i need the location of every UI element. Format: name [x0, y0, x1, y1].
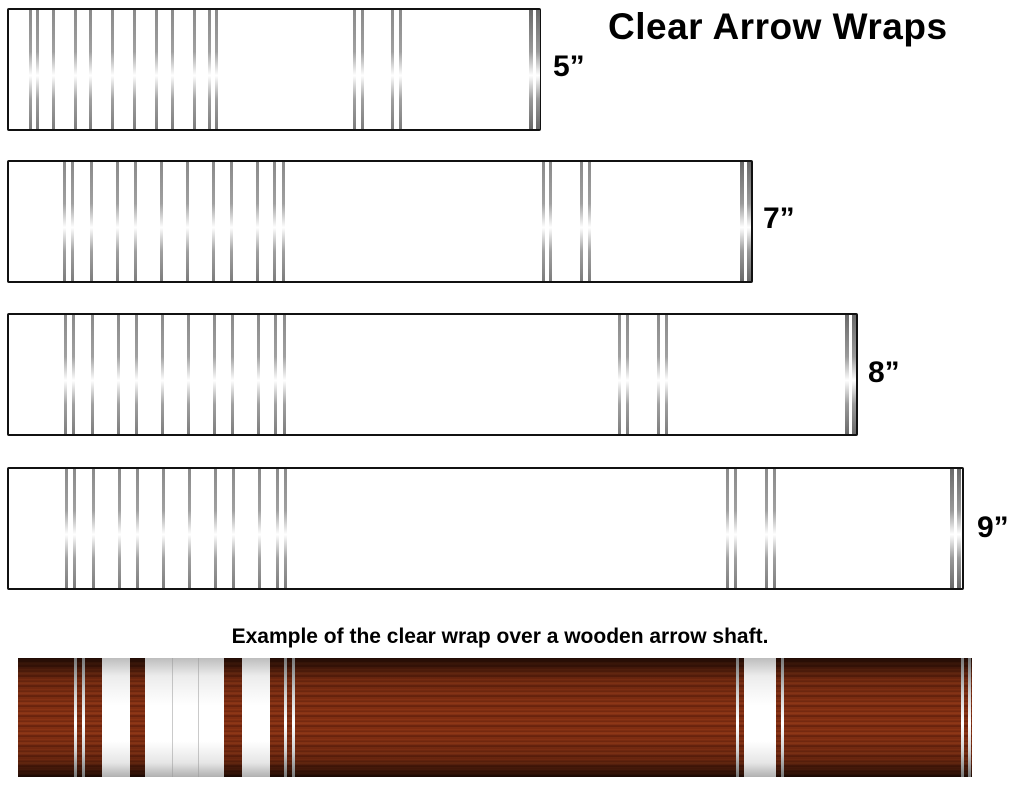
stripe — [256, 162, 259, 281]
stripe — [957, 469, 961, 588]
stripe — [726, 469, 729, 588]
stripe — [160, 162, 163, 281]
stripe — [188, 469, 191, 588]
stripe — [65, 469, 68, 588]
wrap-9-inch — [7, 467, 964, 590]
stripe — [72, 315, 75, 434]
stripe — [765, 469, 768, 588]
stripe — [657, 315, 660, 434]
stripe — [282, 162, 285, 281]
stripe — [111, 10, 114, 129]
stripe — [212, 162, 215, 281]
stripe — [588, 162, 591, 281]
wrap-seam — [172, 658, 173, 777]
stripe — [747, 162, 751, 281]
stripe — [665, 315, 668, 434]
wrap-band — [145, 658, 224, 777]
stripe — [162, 469, 165, 588]
stripe — [542, 162, 545, 281]
stripe — [161, 315, 164, 434]
stripe — [230, 162, 233, 281]
stripe — [92, 469, 95, 588]
stripe — [215, 10, 218, 129]
stripe — [91, 315, 94, 434]
stripe — [134, 162, 137, 281]
page-title: Clear Arrow Wraps — [608, 6, 948, 47]
stripe — [208, 10, 211, 129]
size-label-8: 8” — [868, 356, 900, 389]
stripe — [284, 469, 287, 588]
stripe — [399, 10, 402, 129]
stripe — [213, 315, 216, 434]
wrap-line — [292, 658, 295, 777]
stripe — [214, 469, 217, 588]
stripe — [283, 315, 286, 434]
wooden-arrow-shaft-example — [18, 658, 972, 777]
stripe — [536, 10, 540, 129]
stripe — [773, 469, 776, 588]
wrap-band — [102, 658, 130, 777]
wrap-line — [781, 658, 784, 777]
stripe — [231, 315, 234, 434]
stripe — [580, 162, 583, 281]
stripe — [90, 162, 93, 281]
stripe — [136, 469, 139, 588]
stripe — [549, 162, 552, 281]
stripe — [63, 162, 66, 281]
stripe — [171, 10, 174, 129]
stripe — [258, 469, 261, 588]
wrap-8-inch — [7, 313, 858, 436]
example-caption: Example of the clear wrap over a wooden … — [231, 625, 769, 648]
stripe — [135, 315, 138, 434]
stripe — [276, 469, 279, 588]
stripe — [845, 315, 849, 434]
wrap-line — [961, 658, 964, 777]
wrap-line — [82, 658, 85, 777]
stripe — [118, 469, 121, 588]
wrap-band — [242, 658, 270, 777]
stripe — [133, 10, 136, 129]
stripe — [74, 10, 77, 129]
stripe — [232, 469, 235, 588]
wrap-5-inch — [7, 8, 541, 131]
stripe — [64, 315, 67, 434]
stripe — [734, 469, 737, 588]
stripe — [257, 315, 260, 434]
stripe — [353, 10, 356, 129]
stripe — [155, 10, 158, 129]
stripe — [529, 10, 533, 129]
wrap-line — [74, 658, 77, 777]
stripe — [187, 315, 190, 434]
stripe — [273, 162, 276, 281]
stripe — [117, 315, 120, 434]
stripe — [36, 10, 39, 129]
stripe — [116, 162, 119, 281]
size-label-5: 5” — [553, 50, 585, 83]
stripe — [618, 315, 621, 434]
stripe — [89, 10, 92, 129]
wrap-seam — [198, 658, 199, 777]
stripe — [274, 315, 277, 434]
stripe — [626, 315, 629, 434]
stripe — [193, 10, 196, 129]
wrap-line — [284, 658, 287, 777]
stripe — [52, 10, 55, 129]
size-label-7: 7” — [763, 202, 795, 235]
stripe — [391, 10, 394, 129]
stripe — [361, 10, 364, 129]
stripe — [852, 315, 856, 434]
stripe — [71, 162, 74, 281]
stripe — [29, 10, 32, 129]
stripe — [186, 162, 189, 281]
stripe — [950, 469, 954, 588]
wrap-line — [968, 658, 971, 777]
wrap-line — [736, 658, 739, 777]
stripe — [73, 469, 76, 588]
wrap-7-inch — [7, 160, 753, 283]
size-label-9: 9” — [977, 511, 1009, 544]
wrap-band — [744, 658, 776, 777]
stripe — [740, 162, 744, 281]
